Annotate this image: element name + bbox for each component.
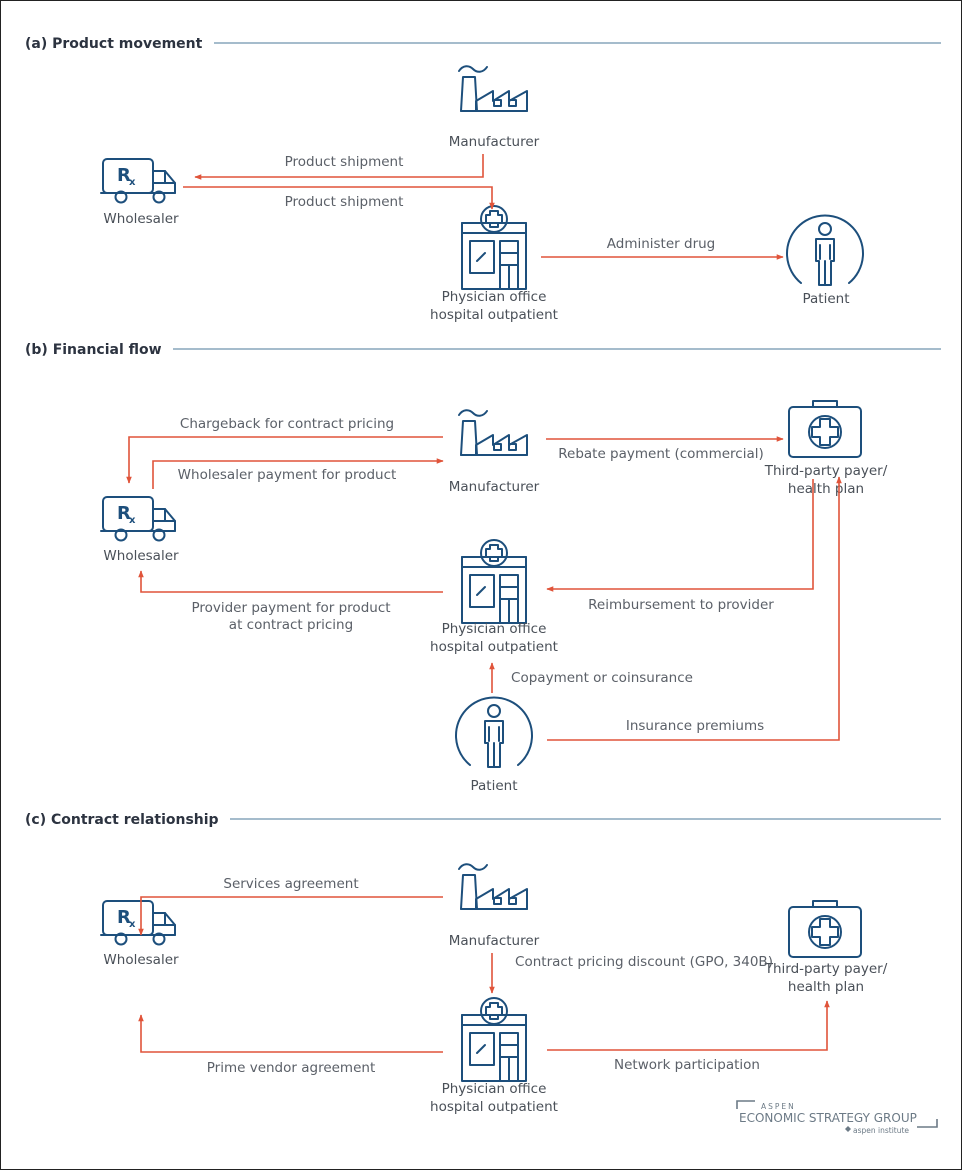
factory-icon (458, 65, 528, 112)
flow-label-reimbursement: Reimbursement to provider (588, 597, 774, 613)
payer-label-line1: Third-party payer/ (764, 961, 888, 977)
flow-label-premiums: Insurance premiums (626, 718, 764, 734)
clinic-building-icon (461, 205, 527, 290)
flow-label-chargeback: Chargeback for contract pricing (180, 416, 394, 432)
payer-label-line2: health plan (788, 481, 864, 497)
clinic-building-icon (461, 997, 527, 1082)
manufacturer-label: Manufacturer (449, 479, 540, 495)
factory-icon (458, 863, 528, 910)
factory-icon (458, 409, 528, 456)
physician-label-line1: Physician office (442, 289, 547, 305)
delivery-truck-icon (100, 158, 176, 204)
wholesaler-label: Wholesaler (103, 952, 179, 968)
delivery-truck-icon (100, 900, 176, 946)
flow-label-prime-vendor: Prime vendor agreement (207, 1060, 376, 1076)
payer-label-line2: health plan (788, 979, 864, 995)
flow-label-shipment-to-wholesaler: Product shipment (285, 154, 404, 170)
physician-label-line2: hospital outpatient (430, 307, 558, 323)
logo-aspen: ASPEN (761, 1102, 796, 1111)
arrow-network (547, 1000, 830, 1051)
logo-group-name: ECONOMIC STRATEGY GROUP (739, 1111, 917, 1125)
flow-label-provider-payment-line2: at contract pricing (229, 617, 353, 633)
arrow-chargeback (126, 436, 443, 484)
flow-label-services: Services agreement (223, 876, 358, 892)
clinic-building-icon (461, 539, 527, 624)
flow-label-administer: Administer drug (607, 236, 716, 252)
arrow-premiums (547, 476, 842, 741)
logo-diamond-icon (845, 1126, 851, 1132)
arrow-reimbursement (546, 479, 814, 592)
physician-label-line1: Physician office (442, 621, 547, 637)
physician-label-line2: hospital outpatient (430, 639, 558, 655)
arrow-prime-vendor (138, 1014, 443, 1053)
flow-label-network: Network participation (614, 1057, 760, 1073)
arrow-provider-payment (138, 570, 443, 593)
arrow-wholesaler-payment (152, 458, 444, 489)
delivery-truck-icon (100, 496, 176, 542)
flow-label-wholesaler-payment: Wholesaler payment for product (178, 467, 397, 483)
section-a-title: (a) Product movement (25, 36, 203, 52)
flow-label-provider-payment-line1: Provider payment for product (191, 600, 390, 616)
arrow-shipment-to-wholesaler (194, 154, 484, 180)
aspen-logo: ASPEN ECONOMIC STRATEGY GROUP aspen inst… (736, 1100, 938, 1135)
patient-label: Patient (802, 291, 849, 307)
medical-kit-icon (788, 900, 862, 958)
flow-label-copayment: Copayment or coinsurance (511, 670, 693, 686)
physician-label-line2: hospital outpatient (430, 1099, 558, 1115)
manufacturer-label: Manufacturer (449, 134, 540, 150)
flow-label-shipment-to-physician: Product shipment (285, 194, 404, 210)
wholesaler-label: Wholesaler (103, 548, 179, 564)
section-b-title: (b) Financial flow (25, 342, 162, 358)
flow-label-contract-discount: Contract pricing discount (GPO, 340B) (515, 954, 773, 970)
flow-label-rebate: Rebate payment (commercial) (558, 446, 764, 462)
physician-label-line1: Physician office (442, 1081, 547, 1097)
patient-label: Patient (470, 778, 517, 794)
arrow-services-agreement (138, 896, 443, 936)
payer-label-line1: Third-party payer/ (764, 463, 888, 479)
arrow-shipment-to-physician (183, 186, 495, 210)
medical-kit-icon (788, 400, 862, 458)
person-icon (786, 214, 864, 286)
person-icon (455, 696, 533, 768)
wholesaler-label: Wholesaler (103, 211, 179, 227)
manufacturer-label: Manufacturer (449, 933, 540, 949)
section-c-title: (c) Contract relationship (25, 812, 219, 828)
logo-institute: aspen institute (853, 1126, 909, 1135)
